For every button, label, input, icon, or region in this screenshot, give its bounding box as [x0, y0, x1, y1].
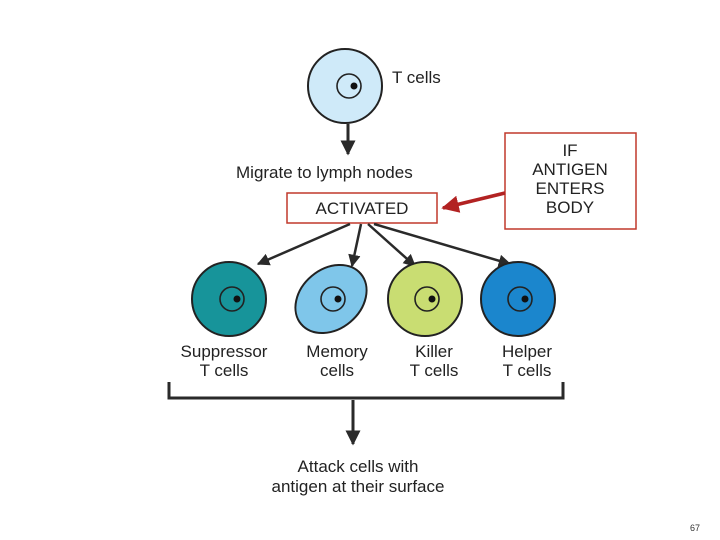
arrow-to-helper: [373, 222, 512, 267]
suppressor-label-2: T cells: [199, 361, 249, 380]
arrow-to-memory: [348, 223, 363, 268]
memory-label-2: cells: [319, 361, 355, 380]
if-antigen-box: [504, 132, 637, 230]
suppressor-cell-icon: [191, 261, 267, 337]
suppressor-label-1: Suppressor: [180, 342, 268, 361]
result-label-1: Attack cells with: [297, 457, 419, 476]
activated-box: [286, 192, 438, 224]
activated-label: ACTIVATED: [315, 199, 409, 218]
helper-cell-icon: [480, 261, 556, 337]
arrow-to-suppressor: [256, 222, 351, 266]
if-antigen-label: IF ANTIGEN ENTERS BODY: [532, 141, 608, 217]
t-cells-label: T cells: [392, 68, 441, 87]
if-antigen-line-2: ANTIGEN: [532, 160, 608, 179]
helper-label-1: Helper: [501, 342, 553, 361]
red-arrow: [441, 191, 506, 213]
killer-cell-icon: [387, 261, 463, 337]
killer-label-1: Killer: [415, 342, 453, 361]
grouping-bracket: [167, 382, 565, 400]
arrow-to-killer: [367, 223, 416, 267]
helper-label-2: T cells: [502, 361, 552, 380]
migrate-label: Migrate to lymph nodes: [236, 163, 413, 182]
memory-cell-icon: [294, 263, 368, 335]
if-antigen-line-3: ENTERS: [535, 179, 605, 198]
memory-label-1: Memory: [306, 342, 368, 361]
slide-number: 67: [690, 523, 701, 533]
t-cell-icon: [307, 48, 383, 124]
killer-label-2: T cells: [409, 361, 459, 380]
result-label-2: antigen at their surface: [271, 477, 445, 496]
if-antigen-line-4: BODY: [545, 198, 595, 217]
if-antigen-line-1: IF: [562, 141, 578, 160]
